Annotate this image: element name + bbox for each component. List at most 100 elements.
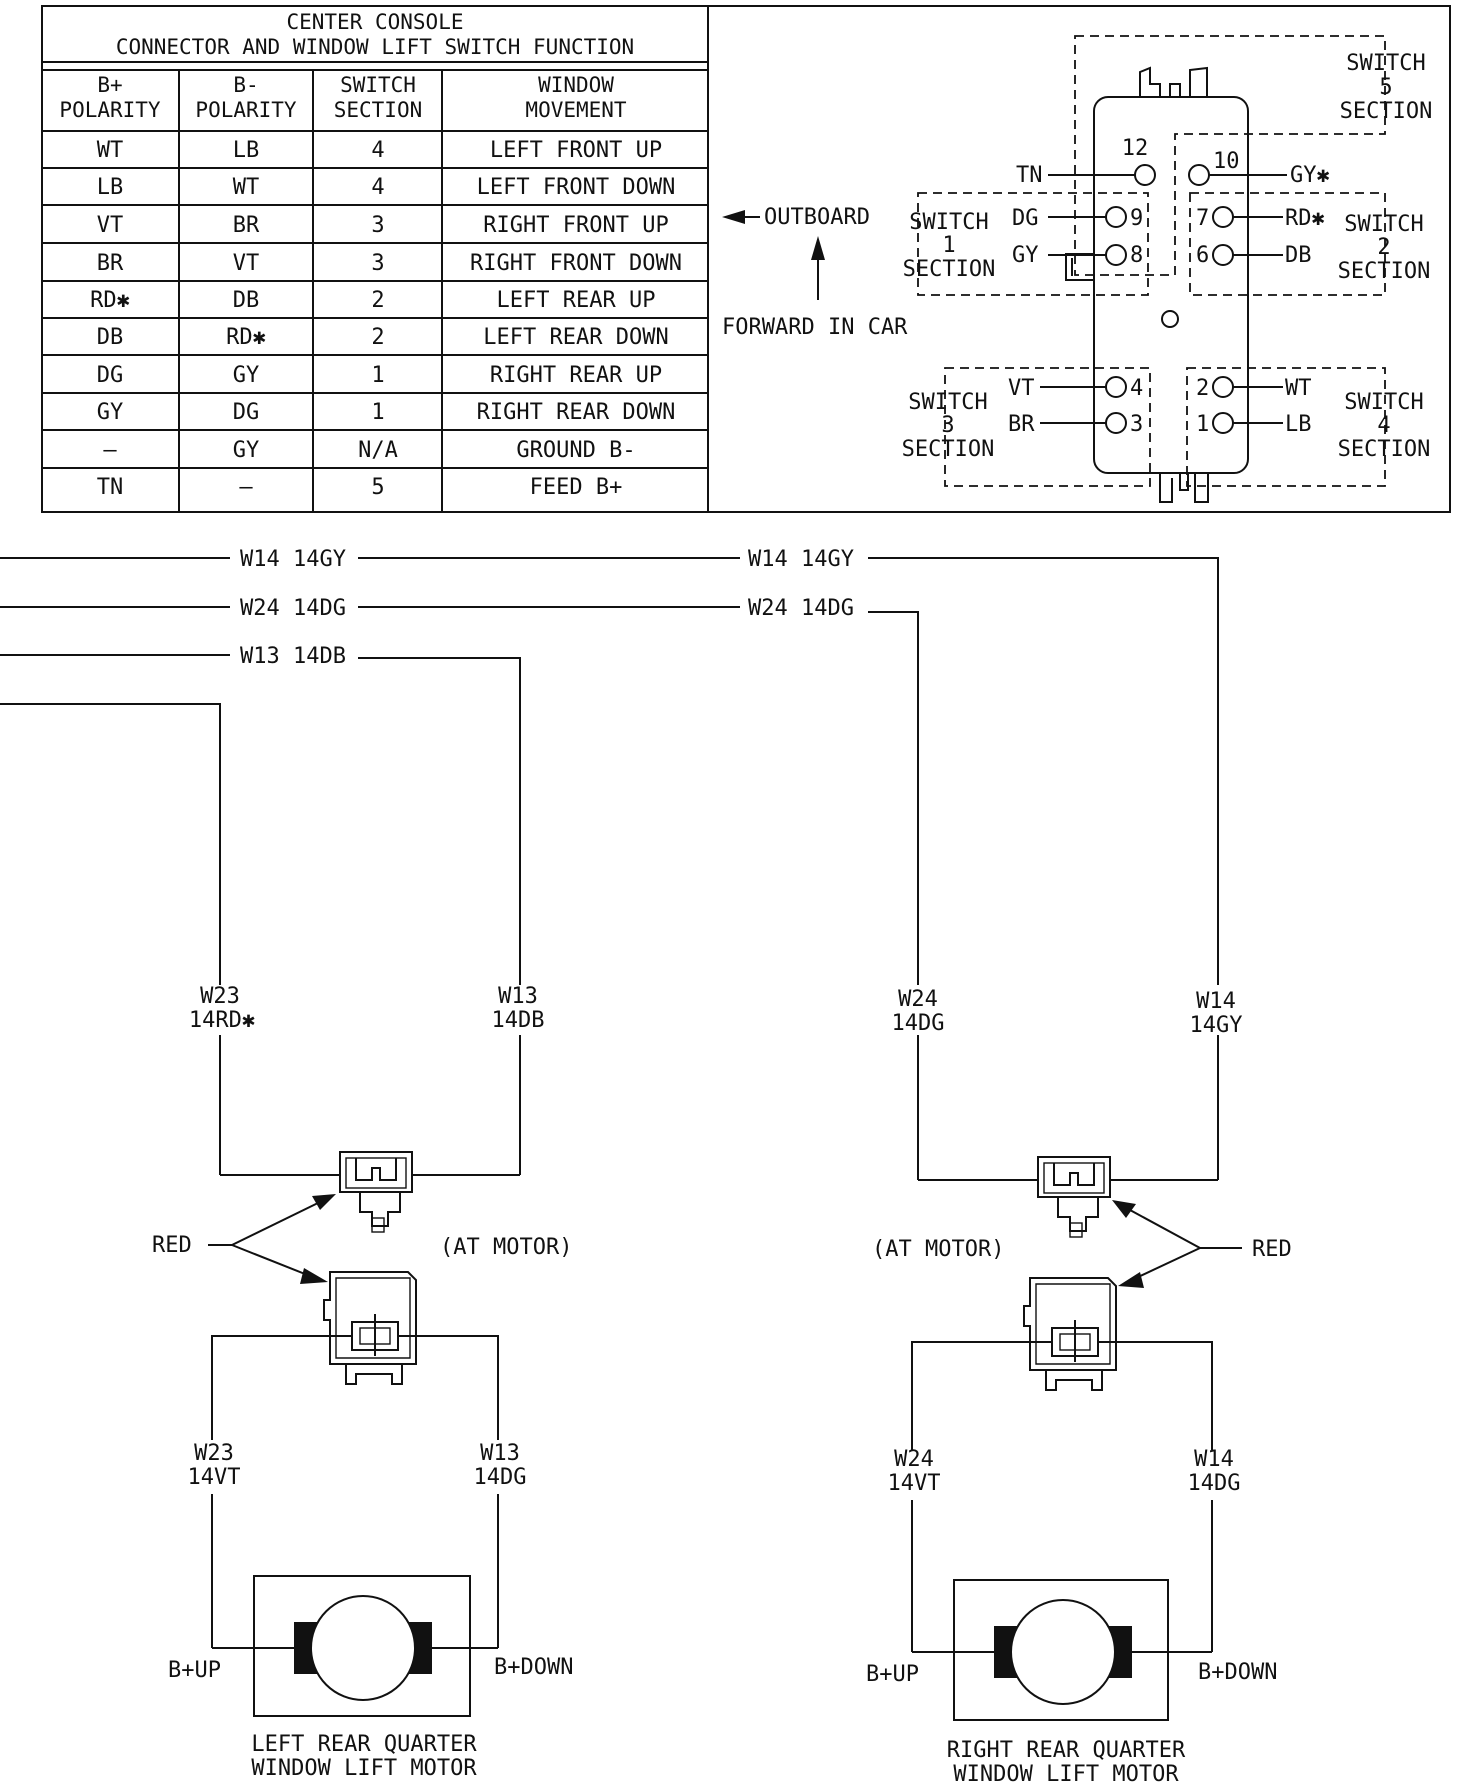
table-row: TN — 5 FEED B+ [97, 475, 623, 500]
pin-3: 3 BR [1008, 412, 1143, 437]
svg-text:LEFT REAR UP: LEFT REAR UP [497, 288, 656, 313]
left-motor-connector [323, 1271, 417, 1385]
svg-text:DB: DB [233, 288, 260, 313]
header-switch-l1: SWITCH [340, 73, 416, 97]
svg-text:SWITCH: SWITCH [1346, 51, 1425, 76]
svg-text:7: 7 [1196, 206, 1209, 231]
pin-3-wire: BR [1008, 412, 1035, 437]
switch-function-table: CENTER CONSOLE CONNECTOR AND WINDOW LIFT… [41, 5, 1451, 513]
table-row: RD✱ DB 2 LEFT REAR UP [90, 288, 655, 313]
svg-text:2: 2 [1377, 235, 1390, 260]
left-wire-a-code: W23 [200, 984, 240, 1009]
right-rear-quarter-circuit: W24 14DG W14 14GY (AT MOTOR) RED [866, 987, 1292, 1787]
connector-top-latch [1139, 66, 1208, 97]
pin-7-wire: RD✱ [1285, 206, 1325, 231]
svg-text:1: 1 [371, 400, 384, 425]
table-row: DB RD✱ 2 LEFT REAR DOWN [97, 325, 669, 350]
svg-text:5: 5 [1379, 75, 1392, 100]
svg-text:SECTION: SECTION [902, 437, 995, 462]
svg-text:SWITCH: SWITCH [908, 390, 987, 415]
table-row: BR VT 3 RIGHT FRONT DOWN [97, 251, 682, 276]
svg-text:DG: DG [233, 400, 260, 425]
svg-text:4: 4 [1130, 376, 1143, 401]
svg-text:SECTION: SECTION [1340, 99, 1433, 124]
pin-2: 2 WT [1196, 376, 1312, 401]
svg-text:VT: VT [233, 251, 260, 276]
pin-7: 7 RD✱ [1196, 206, 1325, 231]
left-wire-b-code: W13 [498, 984, 538, 1009]
left-lower-a-code: W23 [194, 1441, 234, 1466]
right-lower-b-code: W14 [1194, 1447, 1234, 1472]
harness: W14 14GY W14 14GY W24 14DG W24 14DG W13 … [0, 547, 1219, 1180]
right-at-motor: (AT MOTOR) [872, 1237, 1004, 1262]
pin-6-wire: DB [1285, 243, 1312, 268]
pin-9: 9 DG [1012, 206, 1143, 231]
forward-arrow: FORWARD IN CAR [722, 236, 908, 340]
left-wire-b-color: 14DB [492, 1008, 545, 1033]
connector-side-tab [1065, 253, 1094, 281]
right-wire-b-code: W14 [1196, 989, 1236, 1014]
svg-text:—: — [103, 438, 117, 463]
svg-text:LB: LB [97, 175, 124, 200]
left-motor-name-l1: LEFT REAR QUARTER [251, 1732, 477, 1757]
svg-text:N/A: N/A [358, 438, 398, 463]
svg-text:4: 4 [371, 138, 384, 163]
pin-1-wire: LB [1285, 412, 1312, 437]
left-harness-connector [339, 1151, 413, 1233]
header-b-minus-l2: POLARITY [195, 98, 297, 122]
outboard-label: OUTBOARD [764, 205, 870, 230]
svg-text:RIGHT REAR UP: RIGHT REAR UP [490, 363, 662, 388]
pin-10: 10 GY✱ [1188, 149, 1330, 188]
right-down-label: B+DOWN [1198, 1660, 1277, 1685]
svg-text:GY: GY [97, 400, 124, 425]
svg-text:VT: VT [97, 213, 124, 238]
pin-2-wire: WT [1285, 376, 1312, 401]
svg-text:WT: WT [233, 175, 260, 200]
pin-4-wire: VT [1008, 376, 1035, 401]
right-motor-connector [1023, 1277, 1117, 1391]
right-wire-a-code: W24 [898, 987, 938, 1012]
pin-12-wire: TN [1016, 163, 1043, 188]
table-title-line2: CONNECTOR AND WINDOW LIFT SWITCH FUNCTIO… [116, 35, 634, 59]
svg-text:GY: GY [233, 438, 260, 463]
switch-2-section-box [1189, 192, 1386, 296]
left-lower-b-code: W13 [480, 1441, 520, 1466]
svg-text:LEFT REAR DOWN: LEFT REAR DOWN [483, 325, 668, 350]
svg-text:RIGHT FRONT DOWN: RIGHT FRONT DOWN [470, 251, 682, 276]
switch-3-label: SWITCH 3 SECTION [902, 390, 995, 462]
left-lower-a-color: 14VT [188, 1465, 241, 1490]
svg-text:RIGHT REAR DOWN: RIGHT REAR DOWN [477, 400, 676, 425]
pin-1: 1 LB [1196, 412, 1312, 437]
left-rear-quarter-circuit: W23 14RD✱ W13 14DB RED (AT MOTOR) [152, 984, 573, 1781]
right-lower-a-code: W24 [894, 1447, 934, 1472]
svg-text:BR: BR [97, 251, 124, 276]
table-row: GY DG 1 RIGHT REAR DOWN [97, 400, 676, 425]
svg-text:1: 1 [1196, 412, 1209, 437]
svg-text:SECTION: SECTION [1338, 437, 1431, 462]
right-lower-b-color: 14DG [1188, 1471, 1241, 1496]
svg-text:3: 3 [941, 413, 954, 438]
table-frame [41, 5, 1451, 513]
header-b-plus-l1: B+ [97, 73, 122, 97]
table-row: LB WT 4 LEFT FRONT DOWN [97, 175, 676, 200]
wire-w14-label: W14 14GY [240, 547, 346, 572]
left-motor-name-l2: WINDOW LIFT MOTOR [251, 1756, 477, 1781]
switch-3-section-box [944, 367, 1151, 487]
svg-text:3: 3 [371, 213, 384, 238]
svg-text:9: 9 [1130, 206, 1143, 231]
left-wire-a-color: 14RD✱ [189, 1008, 255, 1033]
svg-text:WT: WT [97, 138, 124, 163]
svg-text:12: 12 [1122, 136, 1149, 161]
wire-w24-right-label: W24 14DG [748, 596, 854, 621]
svg-text:1: 1 [371, 363, 384, 388]
right-wire-b-color: 14GY [1190, 1013, 1243, 1038]
svg-text:3: 3 [1130, 412, 1143, 437]
switch-5-section-box [1074, 35, 1386, 276]
header-window-l1: WINDOW [538, 73, 614, 97]
wire-w24-label: W24 14DG [240, 596, 346, 621]
left-at-motor: (AT MOTOR) [440, 1235, 572, 1260]
svg-text:FEED B+: FEED B+ [530, 475, 623, 500]
pin-8: 8 GY [1012, 243, 1143, 268]
svg-text:BR: BR [233, 213, 260, 238]
